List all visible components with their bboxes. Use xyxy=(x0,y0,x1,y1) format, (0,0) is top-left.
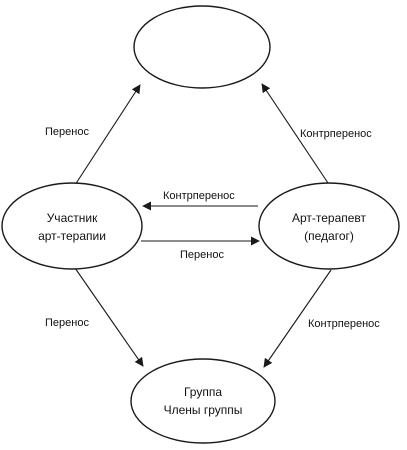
node-participant: Участник арт-терапии xyxy=(1,182,143,270)
edge-therapist-to-group xyxy=(263,269,332,368)
label-therapist-to-top: Контрперенос xyxy=(300,128,372,140)
node-participant-line-2: арт-терапии xyxy=(38,229,106,243)
label-participant-to-top: Перенос xyxy=(45,126,89,138)
node-top xyxy=(133,5,271,89)
node-participant-line-1: Участник xyxy=(47,211,98,225)
label-therapist-to-participant: Контрперенос xyxy=(163,190,235,202)
node-therapist-line-1: Арт-терапевт xyxy=(292,211,367,225)
label-participant-to-therapist: Перенос xyxy=(180,249,224,261)
edge-participant-to-top xyxy=(74,84,141,186)
node-group-line-1: Группа xyxy=(184,385,222,399)
edge-therapist-to-top xyxy=(261,83,329,184)
node-therapist: Арт-терапевт (педагог) xyxy=(258,182,400,270)
node-group: Группа Члены группы xyxy=(130,358,276,444)
edge-participant-to-group xyxy=(74,267,144,367)
label-therapist-to-group: Контрперенос xyxy=(308,318,380,330)
node-group-line-2: Члены группы xyxy=(164,403,243,417)
label-participant-to-group: Перенос xyxy=(45,317,89,329)
node-therapist-line-2: (педагог) xyxy=(304,229,354,243)
